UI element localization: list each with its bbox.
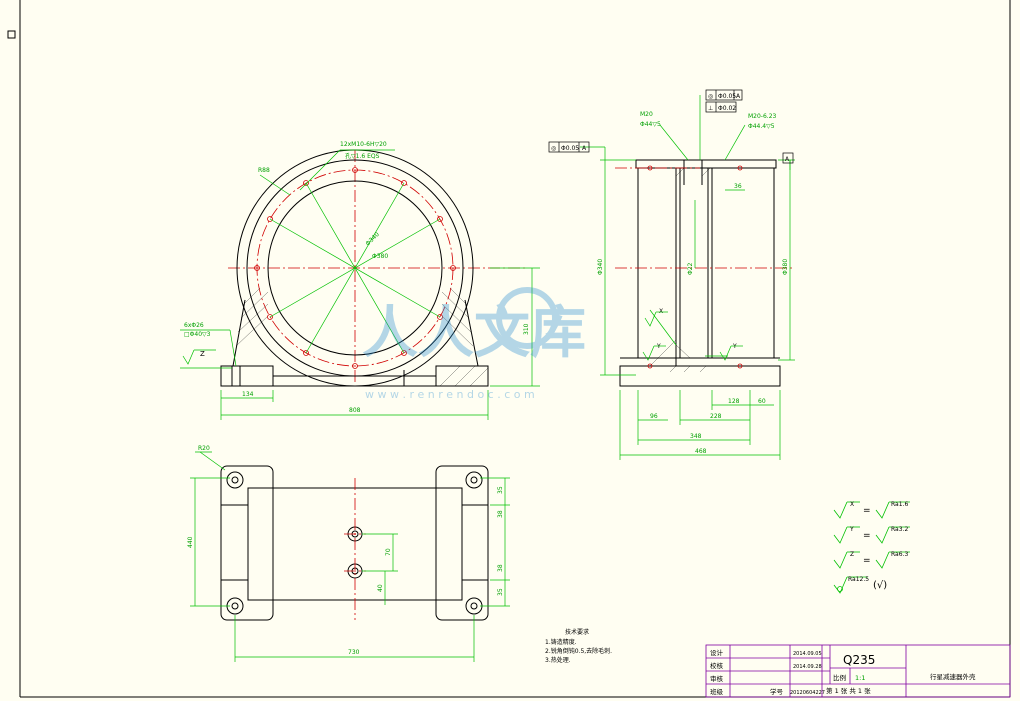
top-dim-right-c: 35	[497, 588, 504, 596]
side-view: Φ340 Φ380 Φ22 36 96 228 128 60 348 468 M…	[548, 89, 795, 460]
datum-z-label: Z	[200, 350, 205, 358]
dim-outer-diameter: Φ380	[372, 253, 388, 260]
tb-scale-label: 比例	[833, 673, 846, 682]
watermark-logo-icon	[496, 287, 558, 349]
dim-total: 468	[695, 448, 707, 455]
front-view: 12xM10-6H▽20 孔▽1.6 EQS R88 Φ340 Φ380 310…	[180, 141, 540, 420]
roughness-1-symbol: X	[850, 501, 854, 508]
top-dim-height: 440	[187, 536, 194, 548]
tb-student-label: 学号	[770, 687, 784, 696]
foot-callout-1: 6xΦ26	[184, 322, 204, 329]
tb-label-review: 审核	[710, 674, 724, 683]
tb-sheet: 第 1 张 共 1 张	[826, 686, 871, 695]
roughness-3-symbol: Z	[850, 551, 854, 558]
dim-total-mid: 348	[690, 433, 702, 440]
watermark-text: 人人文库	[362, 301, 586, 366]
top-view: R20 440 35 38 35 38 70 40 730	[187, 445, 510, 662]
tb-student-id: 20120604227	[790, 690, 825, 696]
gtol-top1-symbol: ◎	[708, 93, 713, 100]
tech-req-line3: 3.热处理.	[545, 656, 571, 664]
top-dim-right-a: 35	[497, 486, 504, 494]
roughness-3-value: Ra6.3	[891, 551, 908, 558]
top-dim-width: 730	[348, 649, 360, 656]
hole-callout-1: 12xM10-6H▽20	[340, 141, 387, 148]
roughness-legend: X = Ra1.6 Y = Ra3.2 Z = Ra6.3 Ra12.5 (√)	[833, 501, 910, 594]
tb-date-check: 2014.09.28	[793, 664, 822, 670]
tb-part-name: 行星减速器外壳	[930, 672, 976, 681]
foot-callout-2: □Φ40▽3	[184, 331, 211, 338]
gtol-left-symbol: ◎	[551, 145, 556, 152]
roughness-4-paren: (√)	[873, 580, 887, 591]
top-dim-right-d: 38	[497, 564, 504, 572]
square-icon[interactable]	[7, 30, 16, 39]
dim-low-right1: 128	[728, 398, 740, 405]
watermark: 人人文库 w w w . r e n r e n d o c . c o m	[362, 287, 586, 401]
callout-left-1: M20	[640, 111, 653, 118]
gtol-left-value: Φ0.05	[561, 145, 579, 152]
dim-low-mid: 228	[710, 413, 722, 420]
dim-center: Φ22	[687, 262, 694, 275]
top-dim-mid-a: 70	[385, 548, 392, 556]
gtol-top1-value: Φ0.05	[718, 93, 736, 100]
tb-date-design: 2014.09.05	[793, 651, 822, 657]
corner-callout: R20	[198, 445, 210, 452]
gtol-top2-symbol: ⊥	[708, 105, 713, 112]
datum-x-label: X	[659, 308, 663, 315]
tb-label-class: 班级	[710, 687, 724, 696]
datum-y1-label: Y	[656, 343, 661, 350]
tech-requirements: 技术要求 1.铸造精度. 2.锐角倒钝0.5,去除毛刺. 3.热处理.	[545, 628, 612, 664]
roughness-3-equals: =	[863, 556, 871, 566]
tb-material: Q235	[843, 653, 875, 667]
top-dim-mid-b: 40	[377, 584, 384, 592]
dim-width: 808	[349, 407, 361, 414]
tb-label-check: 校核	[710, 661, 724, 670]
roughness-1-equals: =	[863, 506, 871, 516]
roughness-2-value: Ra3.2	[891, 526, 908, 533]
gtol-left-ref: A	[582, 145, 587, 152]
roughness-2-equals: =	[863, 531, 871, 541]
dim-foot: 134	[242, 391, 254, 398]
tech-req-line2: 2.锐角倒钝0.5,去除毛刺.	[545, 647, 612, 655]
watermark-url: w w w . r e n r e n d o c . c o m	[365, 388, 535, 401]
gtol-top2-value: Φ0.02	[718, 105, 736, 112]
datum-y2-label: Y	[732, 343, 737, 350]
title-block: 设计 校核 审核 班级 2014.09.05 2014.09.28 Q235 比…	[705, 644, 1011, 698]
callout-right-1: M20-6.23	[748, 113, 777, 120]
roughness-2-symbol: Y	[849, 526, 854, 533]
callout-right-2: Φ44.4▽5	[748, 123, 775, 130]
gtol-top1-ref: A	[736, 93, 741, 100]
datum-a-label: A	[785, 156, 790, 163]
dim-low-left: 96	[650, 413, 658, 420]
dim-radius: R88	[258, 167, 270, 174]
tech-req-line1: 1.铸造精度.	[545, 638, 577, 646]
callout-left-2: Φ44▽5	[640, 121, 661, 128]
roughness-1-value: Ra1.6	[891, 501, 908, 508]
hole-callout-2: 孔▽1.6 EQS	[345, 152, 380, 160]
dim-small: 36	[734, 183, 742, 190]
dim-height: 310	[523, 323, 530, 335]
tech-req-title: 技术要求	[565, 628, 589, 636]
dim-left-diameter: Φ340	[597, 259, 604, 275]
tb-label-design: 设计	[710, 648, 724, 657]
top-dim-right-b: 38	[497, 510, 504, 518]
dim-inner-diameter: Φ340	[364, 231, 381, 248]
dim-low-right2: 60	[758, 398, 766, 405]
roughness-4-value: Ra12.5	[848, 576, 869, 583]
dim-right-diameter: Φ380	[782, 259, 789, 275]
tb-scale-value: 1:1	[855, 674, 865, 682]
